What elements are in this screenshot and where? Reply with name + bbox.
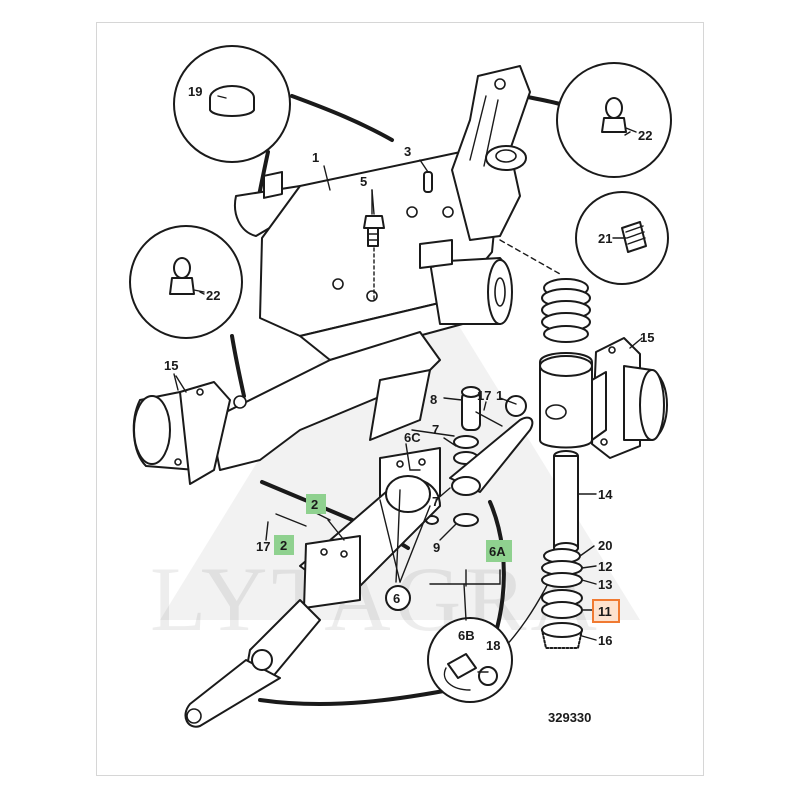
steering-pivot	[425, 386, 534, 527]
seal-stack-bottom	[541, 548, 583, 649]
callout-16: 16	[598, 633, 612, 648]
callout-22-left: 22	[206, 288, 220, 303]
callout-14: 14	[598, 487, 613, 502]
callout-8: 8	[430, 392, 437, 407]
clamp-block-lower	[303, 535, 361, 609]
callout-6-circle	[385, 585, 411, 611]
highlight-2b	[274, 535, 294, 555]
detail-circle-19	[173, 45, 291, 163]
callout-22-top: 22	[638, 128, 652, 143]
leader-lines	[173, 95, 643, 673]
detail-circle-22-left	[129, 225, 243, 339]
washer-7a	[453, 435, 479, 449]
callout-1: 1	[312, 150, 319, 165]
callout-15-right: 15	[640, 330, 654, 345]
highlight-11	[592, 599, 620, 623]
callout-17-top: 17	[477, 388, 491, 403]
roll-pin-3	[419, 159, 433, 193]
seal-9	[453, 513, 479, 527]
callout-6: 6	[393, 591, 400, 606]
highlight-6a	[486, 540, 512, 562]
callout-12: 12	[598, 559, 612, 574]
pivot-arm	[451, 65, 531, 241]
drawing-number: 329330	[548, 710, 591, 725]
callout-1-small: 1	[496, 388, 503, 403]
callout-15-left: 15	[164, 358, 178, 373]
highlights	[274, 494, 620, 623]
callout-2-lower: 2	[280, 538, 287, 553]
seal-stack-top	[541, 278, 591, 343]
callout-13: 13	[598, 577, 612, 592]
callout-20: 20	[598, 538, 612, 553]
callout-9: 9	[433, 540, 440, 555]
callout-labels: 1 3 5 19 22 21 22 15 15 8 17 1 7 6C 7 9 …	[164, 84, 654, 725]
axle-beam	[209, 149, 513, 471]
callout-6a: 6A	[489, 544, 506, 559]
lower-axle-tube	[184, 447, 441, 728]
steering-arm	[449, 416, 534, 493]
highlight-2a	[306, 494, 326, 514]
callout-3: 3	[404, 144, 411, 159]
arc-22-to-hub	[230, 334, 246, 398]
callout-17-bottom: 17	[256, 539, 270, 554]
callout-6c: 6C	[404, 430, 421, 445]
callout-6b: 6B	[458, 628, 475, 643]
detail-circle-6b	[427, 617, 513, 703]
callout-7-top: 7	[432, 422, 439, 437]
swivel-housing	[539, 352, 607, 449]
callout-18: 18	[486, 638, 500, 653]
detail-circle-22-top	[556, 62, 672, 178]
hub-left-15	[132, 375, 231, 485]
arc-19-to-axle	[290, 94, 394, 142]
callout-21: 21	[598, 231, 612, 246]
callout-2-upper: 2	[311, 497, 318, 512]
drag-link	[184, 659, 281, 728]
callout-7-bottom: 7	[432, 494, 439, 509]
callout-19: 19	[188, 84, 202, 99]
king-pin-assembly	[499, 239, 607, 649]
callout-5: 5	[360, 174, 367, 189]
king-pin-14	[553, 450, 579, 554]
callout-11: 11	[598, 604, 612, 619]
